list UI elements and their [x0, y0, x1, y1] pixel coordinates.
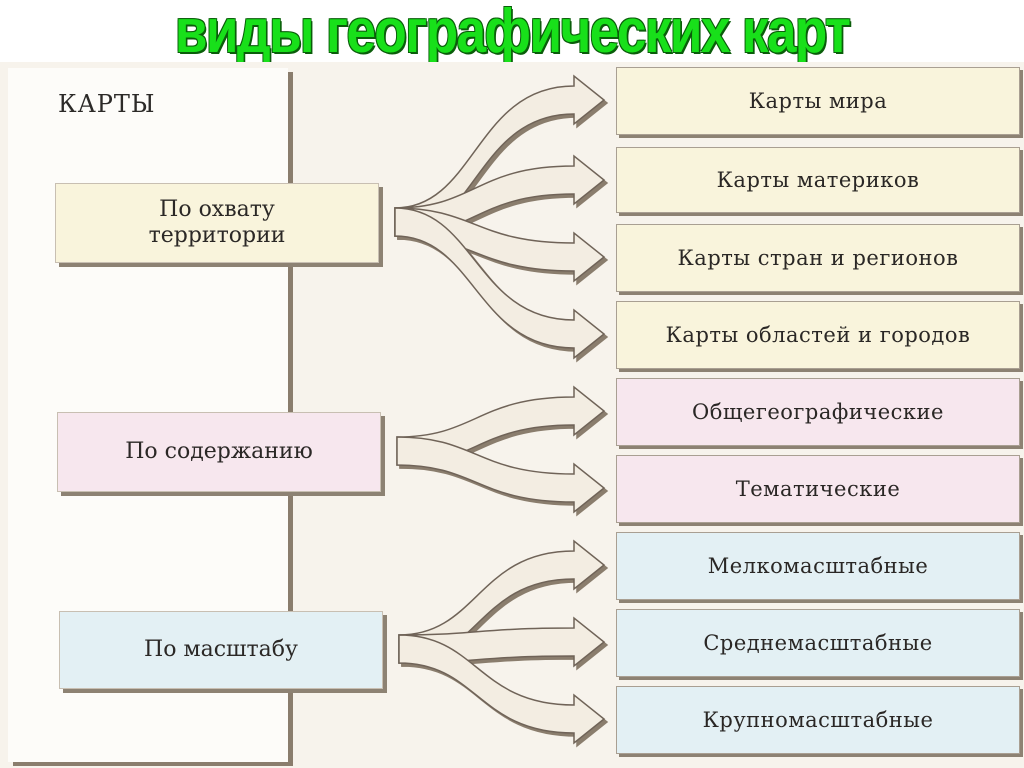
leaf-region-city-maps-label: Карты областей и городов	[665, 322, 971, 347]
leaf-large-scale-label: Крупномасштабные	[702, 707, 934, 732]
category-territory: По охвату территории	[55, 183, 379, 263]
leaf-general-geographic: Общегеографические	[616, 378, 1020, 446]
leaf-country-maps-label: Карты стран и регионов	[677, 245, 959, 270]
leaf-world-maps: Карты мира	[616, 67, 1020, 135]
leaf-thematic: Тематические	[616, 455, 1020, 523]
leaf-general-geographic-label: Общегеографические	[692, 399, 944, 424]
leaf-region-city-maps: Карты областей и городов	[616, 301, 1020, 369]
leaf-large-scale: Крупномасштабные	[616, 686, 1020, 754]
leaf-country-maps: Карты стран и регионов	[616, 224, 1020, 292]
leaf-continent-maps: Карты материков	[616, 147, 1020, 213]
leaf-continent-maps-label: Карты материков	[716, 167, 920, 192]
arrow-0-3	[394, 207, 606, 360]
page-title: виды географических карт	[174, 0, 851, 66]
leaf-world-maps-label: Карты мира	[748, 88, 888, 113]
category-scale: По масштабу	[59, 611, 383, 689]
arrow-1-5	[396, 436, 606, 514]
leaf-small-scale-label: Мелкомасштабные	[707, 553, 929, 578]
category-content: По содержанию	[57, 412, 381, 492]
category-content-label: По содержанию	[125, 439, 313, 464]
leaf-thematic-label: Тематические	[735, 476, 901, 501]
leaf-medium-scale-label: Среднемасштабные	[703, 630, 933, 655]
category-scale-label: По масштабу	[144, 637, 298, 662]
root-label: КАРТЫ	[58, 90, 156, 118]
leaf-medium-scale: Среднемасштабные	[616, 609, 1020, 677]
leaf-small-scale: Мелкомасштабные	[616, 532, 1020, 600]
title-bar: виды географических карт	[0, 0, 1024, 66]
arrow-2-8	[398, 634, 606, 745]
category-territory-label: По охвату территории	[148, 197, 286, 248]
